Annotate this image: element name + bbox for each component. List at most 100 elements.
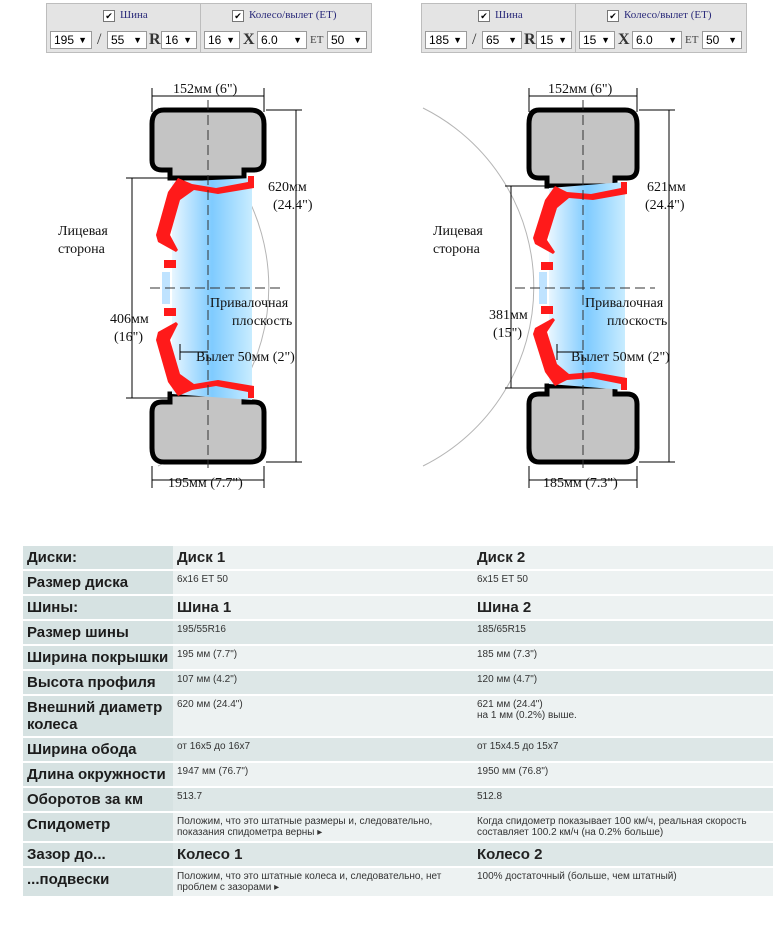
face-side-label-line2: сторона — [433, 242, 480, 257]
dropdown-arrow-icon: ▼ — [353, 35, 362, 45]
value-1: 6x16 ET 50 — [173, 571, 473, 594]
row-label: ...подвески — [23, 868, 173, 896]
r-separator: R — [524, 31, 536, 48]
row-label: Ширина обода — [23, 738, 173, 761]
wheel-diagram-1: 152мм (6") 620мм (24.4") Лицевая сторона… — [40, 60, 370, 500]
tire-rim-select[interactable]: 15▼ — [536, 31, 572, 49]
dropdown-arrow-icon: ▼ — [601, 35, 610, 45]
mounting-plane-label-line2: плоскость — [232, 314, 293, 329]
rim-diameter-mm-label: 406мм — [110, 312, 149, 327]
outer-diameter-in-label: (24.4") — [273, 198, 313, 213]
value-2: Когда спидометр показывает 100 км/ч, реа… — [473, 813, 773, 841]
face-side-label-line1: Лицевая — [433, 224, 483, 239]
table-row: Ширина обода от 16x5 до 16x7 от 15x4.5 д… — [23, 738, 773, 761]
wheel-diameter-select[interactable]: 15▼ — [579, 31, 615, 49]
table-row: Высота профиля 107 мм (4.2") 120 мм (4.7… — [23, 671, 773, 694]
offset-label: Вылет 50мм (2") — [571, 350, 670, 365]
rim-diameter-in-label: (16") — [114, 330, 144, 345]
tire-2-header: Шина 2 — [473, 596, 773, 619]
outer-diameter-mm-label: 620мм — [268, 180, 307, 195]
value-1: 195/55R16 — [173, 621, 473, 644]
comparison-table: Диски: Диск 1 Диск 2 Размер диска 6x16 E… — [23, 544, 773, 898]
tire-checkbox[interactable]: ✔Шина — [478, 9, 523, 23]
wheel-width-select[interactable]: 6.0▼ — [257, 31, 307, 49]
value-2: 185 мм (7.3") — [473, 646, 773, 669]
value-1: от 16x5 до 16x7 — [173, 738, 473, 761]
row-label: Внешний диаметр колеса — [23, 696, 173, 736]
tire-width-label: 185мм (7.3") — [543, 476, 618, 491]
table-row: Спидометр Положим, что это штатные разме… — [23, 813, 773, 841]
value-1: 620 мм (24.4") — [173, 696, 473, 736]
value-2: 120 мм (4.7") — [473, 671, 773, 694]
value-2-main: 621 мм (24.4") — [477, 699, 543, 710]
value-2: 6x15 ET 50 — [473, 571, 773, 594]
wheel-checkbox[interactable]: ✔Колесо/вылет (ET) — [232, 9, 337, 23]
value-2-extra: на 1 мм (0.2%) выше. — [477, 710, 577, 721]
value-2: 100% достаточный (больше, чем штатный) — [473, 868, 773, 896]
row-label: Длина окружности — [23, 763, 173, 786]
row-label: Спидометр — [23, 813, 173, 841]
tire-checkbox[interactable]: ✔Шина — [103, 9, 148, 23]
wheel-width-select[interactable]: 6.0▼ — [632, 31, 682, 49]
table-row: Внешний диаметр колеса 620 мм (24.4") 62… — [23, 696, 773, 736]
more-arrow-icon[interactable]: ▸ — [317, 827, 323, 838]
table-row: Зазор до... Колесо 1 Колесо 2 — [23, 843, 773, 866]
value-2: 1950 мм (76.8") — [473, 763, 773, 786]
disk-2-header: Диск 2 — [473, 546, 773, 569]
rim-diameter-in-label: (15") — [493, 326, 523, 341]
table-row: Размер диска 6x16 ET 50 6x15 ET 50 — [23, 571, 773, 594]
wheel-checkbox[interactable]: ✔Колесо/вылет (ET) — [607, 9, 712, 23]
disk-1-header: Диск 1 — [173, 546, 473, 569]
row-label: Размер шины — [23, 621, 173, 644]
x-separator: X — [243, 31, 255, 48]
more-arrow-icon[interactable]: ▸ — [274, 882, 280, 893]
table-row: Оборотов за км 513.7 512.8 — [23, 788, 773, 811]
row-label: Ширина покрышки — [23, 646, 173, 669]
wheel-et-select[interactable]: 50▼ — [327, 31, 367, 49]
et-separator: ET — [310, 34, 324, 46]
mounting-plane-label-line1: Привалочная — [210, 296, 289, 311]
dropdown-arrow-icon: ▼ — [133, 35, 142, 45]
outer-diameter-in-label: (24.4") — [645, 198, 685, 213]
dropdown-arrow-icon: ▼ — [183, 35, 192, 45]
dropdown-arrow-icon: ▼ — [668, 35, 677, 45]
tire-profile-select[interactable]: 55▼ — [107, 31, 147, 49]
checkmark-icon: ✔ — [607, 10, 619, 22]
selector-panel-2: ✔Шина 185▼ / 65▼ R 15▼ ✔Колесо/вылет (ET… — [421, 3, 747, 53]
top-width-label: 152мм (6") — [548, 82, 613, 97]
tire-rim-select[interactable]: 16▼ — [161, 31, 197, 49]
tire-width-select[interactable]: 185▼ — [425, 31, 467, 49]
wheel-cross-section — [422, 88, 675, 488]
table-row: Шины: Шина 1 Шина 2 — [23, 596, 773, 619]
row-label: Зазор до... — [23, 843, 173, 866]
tire-width-select[interactable]: 195▼ — [50, 31, 92, 49]
et-separator: ET — [685, 34, 699, 46]
value-2: от 15x4.5 до 15x7 — [473, 738, 773, 761]
row-label: Шины: — [23, 596, 173, 619]
dropdown-arrow-icon: ▼ — [558, 35, 567, 45]
row-label: Диски: — [23, 546, 173, 569]
wheel-2-header: Колесо 2 — [473, 843, 773, 866]
table-row: Ширина покрышки 195 мм (7.7") 185 мм (7.… — [23, 646, 773, 669]
wheel-et-select[interactable]: 50▼ — [702, 31, 742, 49]
selector-panel-1: ✔Шина 195▼ / 55▼ R 16▼ ✔Колесо/вылет (ET… — [46, 3, 372, 53]
r-separator: R — [149, 31, 161, 48]
wheel-cross-section — [126, 88, 302, 488]
rim-diameter-mm-label: 381мм — [489, 308, 528, 323]
dropdown-arrow-icon: ▼ — [728, 35, 737, 45]
value-1[interactable]: Положим, что это штатные колеса и, следо… — [173, 868, 473, 896]
offset-label: Вылет 50мм (2") — [196, 350, 295, 365]
speedometer-note-1: Положим, что это штатные размеры и, след… — [177, 816, 433, 838]
wheel-1-header: Колесо 1 — [173, 843, 473, 866]
value-1: 1947 мм (76.7") — [173, 763, 473, 786]
dropdown-arrow-icon: ▼ — [78, 35, 87, 45]
tire-profile-select[interactable]: 65▼ — [482, 31, 522, 49]
dropdown-arrow-icon: ▼ — [293, 35, 302, 45]
checkmark-icon: ✔ — [103, 10, 115, 22]
wheel-diameter-select[interactable]: 16▼ — [204, 31, 240, 49]
value-1[interactable]: Положим, что это штатные размеры и, след… — [173, 813, 473, 841]
wheel-diagram-2: 152мм (6") 621мм (24.4") Лицевая сторона… — [415, 60, 745, 500]
checkmark-icon: ✔ — [232, 10, 244, 22]
tire-width-label: 195мм (7.7") — [168, 476, 243, 491]
value-2: 185/65R15 — [473, 621, 773, 644]
